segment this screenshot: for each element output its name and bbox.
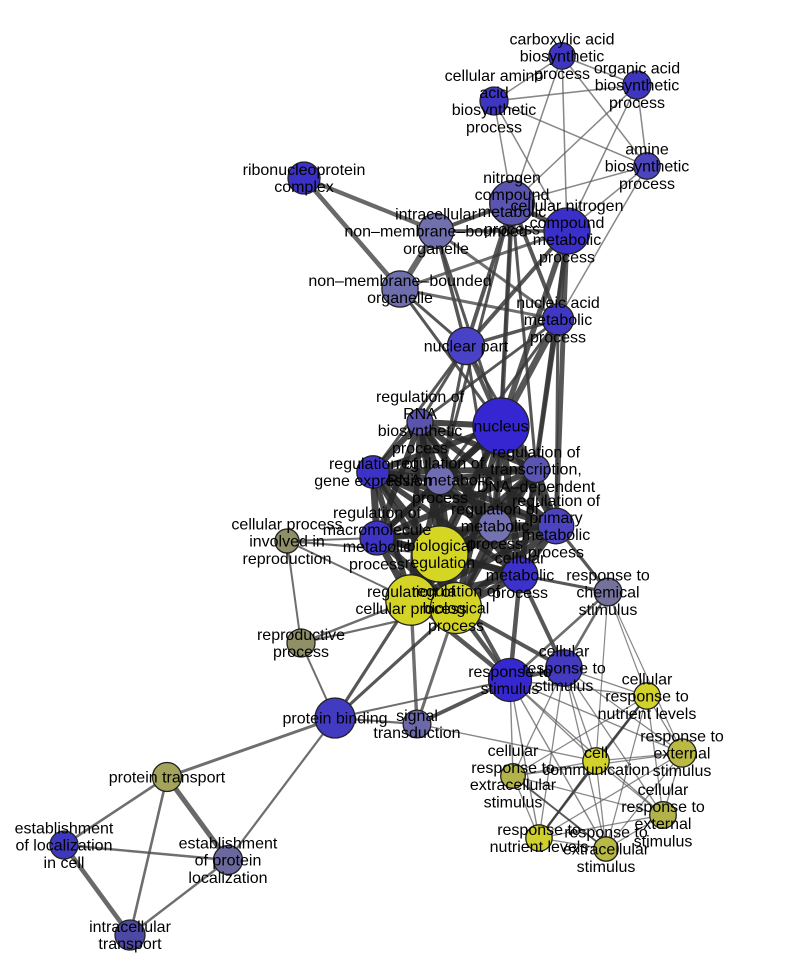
svg-text:nuclear part: nuclear part	[424, 339, 509, 356]
svg-text:nucleus: nucleus	[473, 419, 528, 436]
svg-text:protein binding: protein binding	[283, 711, 388, 728]
svg-text:protein transport: protein transport	[109, 770, 226, 787]
